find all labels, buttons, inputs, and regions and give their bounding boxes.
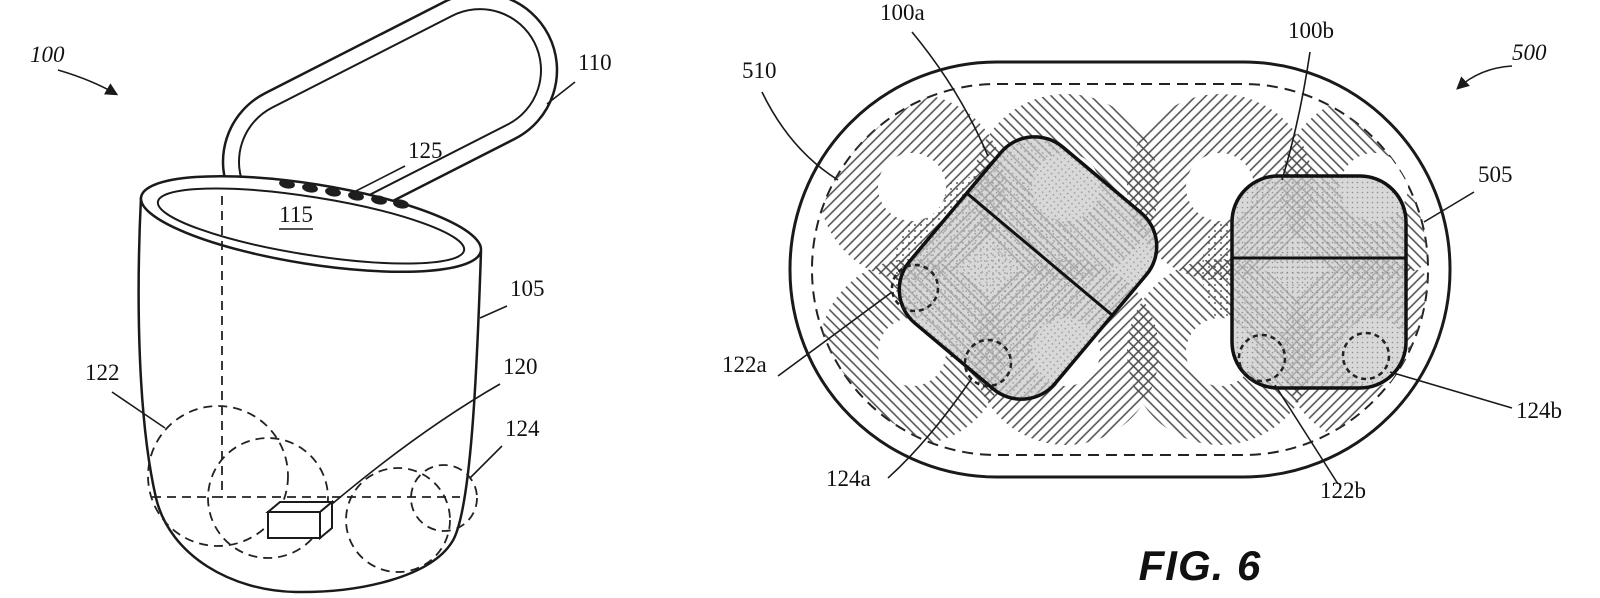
charging-mat-figure: 510 100a 100b 500 505 122a 124a 122b 124…: [722, 0, 1562, 589]
device-100b: [1230, 174, 1408, 390]
label-122b: 122b: [1320, 478, 1366, 503]
label-100a: 100a: [880, 0, 925, 25]
leader-100b: [1281, 51, 1311, 181]
leader-100: [57, 69, 119, 96]
device-100b-outline: [1230, 174, 1408, 390]
magnet-122b: [1237, 333, 1287, 383]
magnet-124a: [963, 338, 1013, 388]
label-105: 105: [510, 276, 545, 301]
label-124: 124: [505, 416, 540, 441]
hidden-coil-right-small: [410, 464, 478, 532]
connector-side: [319, 499, 333, 541]
leader-505: [1423, 191, 1475, 223]
label-122: 122: [85, 360, 120, 385]
label-115: 115: [279, 202, 313, 227]
hinge-dot: [348, 191, 364, 201]
label-124a: 124a: [826, 466, 871, 491]
label-110: 110: [578, 50, 612, 75]
leader-122: [111, 391, 166, 429]
figure-caption: FIG. 6: [1139, 542, 1262, 589]
label-500: 500: [1512, 40, 1547, 65]
leader-124a: [887, 377, 973, 479]
device-100a: [897, 135, 1159, 401]
label-125: 125: [408, 138, 443, 163]
leader-124b: [1389, 371, 1513, 409]
connector-block: [265, 499, 335, 541]
label-120: 120: [503, 354, 538, 379]
leader-120: [331, 383, 501, 505]
case-rim-inner: [156, 187, 466, 265]
device-100a-seam: [965, 191, 1114, 317]
hinge-dot: [393, 199, 409, 209]
label-510: 510: [742, 58, 777, 83]
leader-122a: [777, 291, 893, 377]
leader-510: [761, 91, 839, 181]
hinge-dot: [371, 195, 387, 205]
label-124b: 124b: [1516, 398, 1562, 423]
leader-500: [1456, 65, 1513, 90]
leader-100a: [911, 31, 989, 157]
hidden-coil-left-small: [207, 437, 329, 559]
coil-center: [878, 153, 946, 221]
magnet-124b: [1341, 331, 1391, 381]
case-body-outline: [137, 196, 483, 594]
hinge-dot: [325, 187, 341, 197]
leader-105: [479, 305, 508, 319]
magnet-122a: [890, 263, 940, 313]
hinge-dots: [279, 179, 409, 209]
label-100b: 100b: [1288, 18, 1334, 43]
hidden-coil-left-large: [147, 405, 289, 547]
case-body-fill: [138, 197, 481, 593]
label-122a: 122a: [722, 352, 767, 377]
hinge-dot: [279, 179, 295, 189]
leader-110: [546, 81, 576, 105]
label-100: 100: [30, 42, 65, 67]
label-505: 505: [1478, 162, 1513, 187]
connector-front: [267, 511, 321, 539]
leader-122b: [1274, 384, 1339, 485]
hidden-coil-right-large: [345, 467, 451, 573]
case-rim-outer: [139, 174, 483, 274]
case-perspective-figure: 100 110 125 115 105 122 120 124: [30, 0, 612, 594]
leader-124: [469, 445, 503, 479]
device-100a-outline: [897, 135, 1159, 401]
leader-125: [353, 165, 406, 193]
hinge-dot: [302, 183, 318, 193]
